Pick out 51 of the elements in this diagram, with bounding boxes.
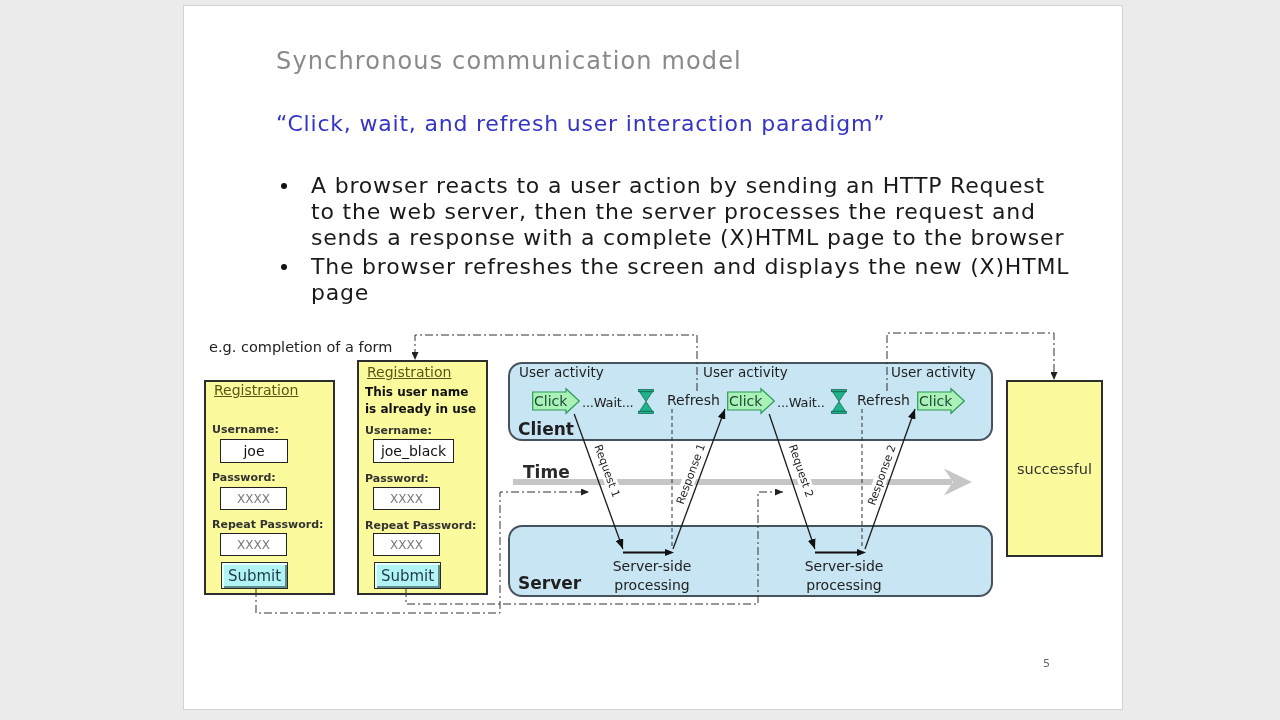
input-field: XXXX [373, 487, 440, 510]
processing-label: Server-side processing [611, 557, 693, 595]
band-title: Client [518, 419, 574, 439]
click-arrow: Click [532, 388, 580, 414]
axis-label: Time [523, 462, 570, 482]
dashed-arrow [886, 332, 1058, 392]
result-panel: successful [1006, 380, 1103, 557]
dashed-arrow [255, 488, 590, 614]
arrow [864, 408, 916, 550]
input-field: XXXX [373, 533, 440, 556]
client-band [508, 362, 993, 441]
submit-button: Submit [374, 562, 441, 589]
arrow [768, 413, 816, 550]
processing-label: Server-side processing [803, 557, 885, 595]
refresh-label: Refresh [857, 391, 915, 409]
form-panel [357, 360, 488, 595]
wait-label: ...Wait.. [777, 395, 825, 411]
dashed-arrow [405, 488, 784, 605]
field-label: Username: [365, 424, 432, 437]
form-heading: Registration [214, 382, 299, 399]
activity-label: User activity [891, 364, 976, 381]
field-label: Username: [212, 423, 279, 436]
click-arrow: Click [727, 388, 775, 414]
refresh-label: Refresh [667, 391, 725, 409]
error-message: This user name is already in use [365, 384, 478, 418]
form-heading: Registration [367, 364, 452, 381]
field-label: Password: [212, 471, 276, 484]
page-number: 5 [1043, 657, 1050, 671]
field-label: Password: [365, 472, 429, 485]
slide-title: Synchronous communication model [276, 46, 742, 76]
band-title: Server [518, 573, 582, 593]
field-label: Repeat Password: [212, 518, 324, 531]
submit-button: Submit [221, 562, 288, 589]
bullet-text: A browser reacts to a user action by sending an HTTP Request to the web server, then the server processes the request and sends a response with a complete (X)HTML page to the browser [311, 173, 1066, 251]
input-field: XXXX [220, 533, 287, 556]
input-field: joe_black [373, 439, 454, 463]
note-text: e.g. completion of a form [209, 338, 393, 356]
click-arrow: Click [917, 388, 965, 414]
input-field: joe [220, 439, 288, 463]
dashed-arrow [411, 334, 698, 392]
field-label: Repeat Password: [365, 519, 477, 532]
arrow [672, 408, 726, 550]
activity-label: User activity [519, 364, 604, 381]
activity-label: User activity [703, 364, 788, 381]
form-panel [204, 380, 335, 595]
input-field: XXXX [220, 487, 287, 510]
wait-label: ...Wait... [582, 395, 634, 411]
subtitle: “Click, wait, and refresh user interaction paradigm” [276, 111, 886, 137]
bullet-text: The browser refreshes the screen and displays the new (X)HTML page [311, 254, 1071, 306]
arrow [573, 413, 624, 550]
server-band [508, 525, 993, 597]
